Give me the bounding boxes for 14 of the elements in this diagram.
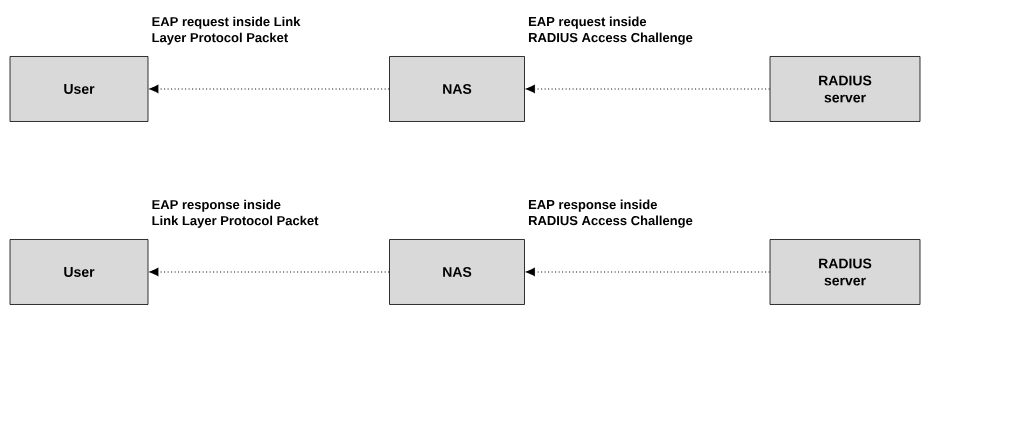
arrow xyxy=(148,267,390,277)
arrow xyxy=(148,84,390,94)
edge-label: EAP request inside Link Layer Protocol Packet xyxy=(152,16,301,45)
edge-label: EAP request inside RADIUS Access Challenge xyxy=(528,16,693,45)
arrow xyxy=(525,267,771,277)
process-box: RADIUS server xyxy=(769,56,921,122)
process-box: RADIUS server xyxy=(769,239,921,305)
edge-label: EAP response inside Link Layer Protocol Packet xyxy=(152,199,319,228)
edge-label: EAP response inside RADIUS Access Challenge xyxy=(528,199,693,228)
process-box: NAS xyxy=(389,56,525,122)
arrow xyxy=(525,84,771,94)
process-box: NAS xyxy=(389,239,525,305)
process-box: User xyxy=(9,56,149,122)
process-box: User xyxy=(9,239,149,305)
